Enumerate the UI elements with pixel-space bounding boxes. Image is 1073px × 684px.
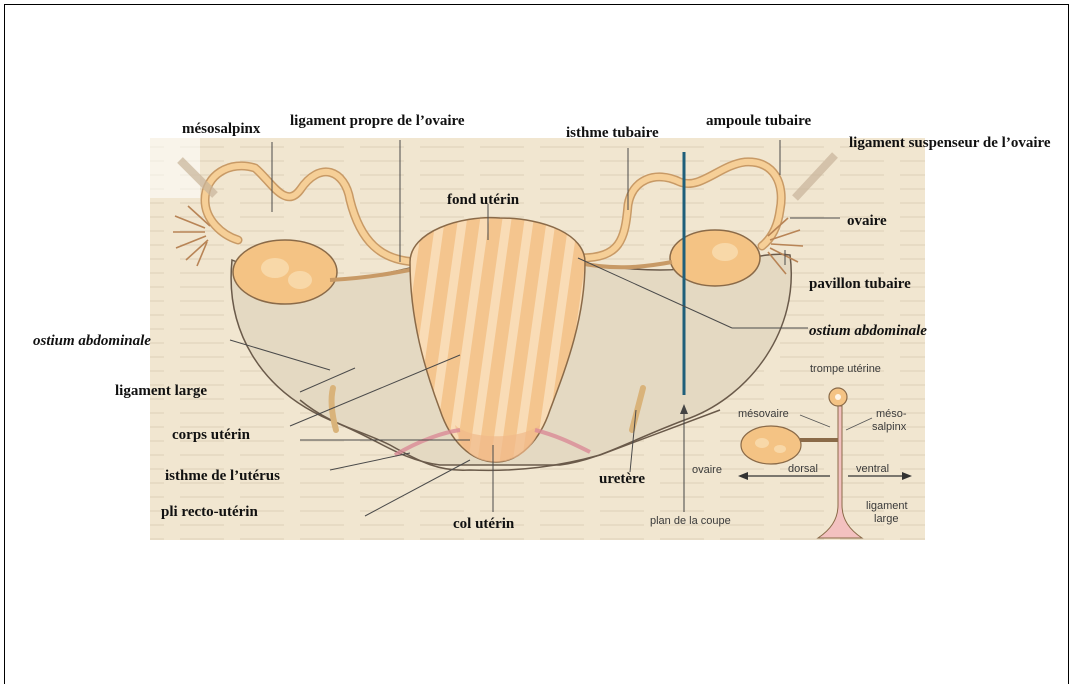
label-pavillon-tubaire: pavillon tubaire (809, 276, 911, 293)
label-pli-recto-uterin: pli recto-utérin (161, 504, 258, 521)
inset-ovaire: ovaire (692, 464, 722, 476)
label-col-uterin: col utérin (453, 516, 514, 533)
label-isthme-tubaire: isthme tubaire (566, 125, 659, 142)
label-isthme-uterus: isthme de l’utérus (165, 468, 280, 485)
inset-mesovaire: mésovaire (738, 408, 789, 420)
inset-ventral: ventral (856, 463, 889, 475)
label-ligament-propre: ligament propre de l’ovaire (290, 113, 465, 130)
label-ampoule-tubaire: ampoule tubaire (706, 113, 811, 130)
inset-dorsal: dorsal (788, 463, 818, 475)
label-mesosalpinx: mésosalpinx (182, 121, 260, 138)
label-ovaire: ovaire (847, 213, 887, 230)
inset-ligament-2: large (874, 513, 898, 525)
inset-meso-salpinx-2: salpinx (872, 421, 906, 433)
label-ostium-left: ostium abdominale (33, 333, 151, 350)
label-fond-uterin: fond utérin (447, 192, 519, 209)
inset-ligament-1: ligament (866, 500, 908, 512)
label-uretere: uretère (599, 471, 645, 488)
inset-plan-de-la-coupe: plan de la coupe (650, 515, 731, 527)
label-ligament-suspenseur: ligament suspenseur de l’ovaire (849, 133, 1073, 153)
inset-meso-salpinx-1: méso- (876, 408, 907, 420)
label-ostium-right: ostium abdominale (809, 323, 927, 340)
inset-trompe-uterine: trompe utérine (810, 363, 881, 375)
label-corps-uterin: corps utérin (172, 427, 250, 444)
label-ligament-large: ligament large (115, 383, 207, 400)
